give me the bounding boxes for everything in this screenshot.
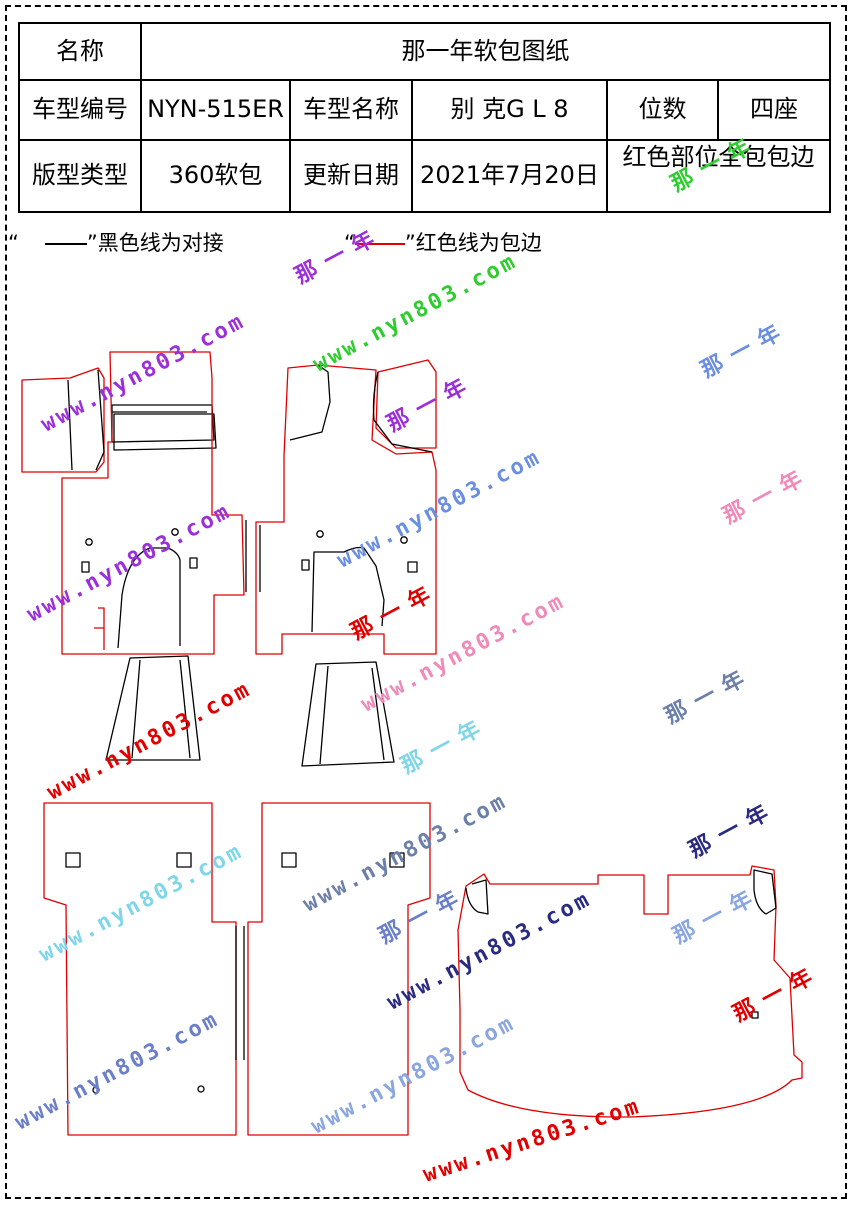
version-type-value: 360软包 (140, 139, 291, 213)
watermark-url: www.nyn803.com (333, 444, 546, 573)
dash-right-piece (375, 359, 437, 449)
red-line-sample (354, 243, 405, 245)
watermark-url: www.nyn803.com (37, 308, 250, 437)
insert-left (105, 655, 201, 761)
front-right-seam-left (289, 364, 331, 441)
clip-slot (65, 852, 81, 868)
update-date-label: 更新日期 (289, 139, 413, 213)
watermark-cn: 那一年 (347, 577, 444, 645)
strip-lower (113, 413, 217, 451)
watermark-cn: 那一年 (375, 881, 472, 949)
watermark-cn: 那一年 (685, 795, 782, 863)
trunk-right-corner-seam (753, 869, 777, 915)
version-type-label: 版型类型 (18, 139, 142, 213)
watermark-url: www.nyn803.com (11, 1006, 224, 1135)
watermark-cn: 那一年 (291, 221, 388, 289)
seats-label: 位数 (606, 79, 719, 141)
clip-slot (389, 852, 405, 868)
clip-slot (176, 852, 192, 868)
trunk-latch-mark (751, 1011, 759, 1019)
middle-row-mats (43, 802, 431, 1136)
model-name-value: 别 克G L 8 (411, 79, 608, 141)
model-code-label: 车型编号 (18, 79, 142, 141)
legend-red: “ ”红色线为包边 (344, 228, 542, 258)
watermark-url: www.nyn803.com (420, 1094, 644, 1188)
clip-hole (92, 1086, 100, 1094)
trunk-mat-outline (457, 865, 803, 1118)
watermark-cn: 那一年 (661, 661, 758, 729)
middle-right-mat (247, 802, 431, 1136)
update-date-value: 2021年7月20日 (411, 139, 608, 213)
notch-mark (94, 607, 105, 650)
model-name-label: 车型名称 (289, 79, 413, 141)
clip-hole (197, 1085, 205, 1093)
watermark-cn: 那一年 (719, 461, 816, 529)
clip-slot (407, 561, 418, 573)
legend-red-text: ”红色线为包边 (404, 231, 542, 255)
front-left-pedal-seam (117, 547, 181, 649)
front-left-mat (61, 351, 245, 655)
dash-left-inner-seam (67, 369, 105, 471)
watermark-cn: 那一年 (397, 711, 494, 779)
watermark-cn: 那一年 (383, 369, 480, 437)
front-right-pieces (255, 359, 437, 655)
strip-upper (111, 404, 215, 443)
seats-value: 四座 (717, 79, 831, 141)
model-code-value: NYN-515ER (140, 79, 291, 141)
front-right-seam-right (372, 371, 433, 453)
clip-slot (301, 559, 310, 571)
clip-slot (281, 852, 297, 868)
front-inserts (105, 655, 395, 767)
note-cell: 红色部位全包包边 (606, 139, 831, 213)
center-tunnel-seam (235, 926, 245, 1060)
watermark-cn: 那一年 (729, 959, 826, 1027)
spec-table: 名称 那一年软包图纸 车型编号 NYN-515ER 车型名称 别 克G L 8 … (18, 22, 831, 213)
clip-slot (81, 561, 90, 573)
watermark-cn: 那一年 (667, 129, 764, 197)
front-left-pieces (21, 351, 247, 655)
dashed-page-border (5, 5, 847, 1199)
clip-hole (400, 536, 408, 544)
clip-hole (171, 528, 179, 536)
drawing-title: 那一年软包图纸 (140, 22, 831, 81)
insert-right (301, 661, 395, 767)
clip-hole (316, 530, 324, 538)
watermark-url: www.nyn803.com (307, 1010, 520, 1139)
dash-left-piece (21, 367, 105, 473)
watermark-cn: 那一年 (669, 881, 766, 949)
black-line-sample (44, 243, 87, 245)
name-label: 名称 (18, 22, 142, 81)
front-right-pedal-seam (311, 546, 385, 633)
clip-slot (189, 557, 198, 569)
watermark-cn: 那一年 (697, 315, 794, 383)
legend-black-text: ”黑色线为对接 (86, 231, 224, 255)
watermark-url: www.nyn803.com (299, 788, 512, 917)
legend-black-open-quote: “ (8, 231, 19, 255)
legend-black: “ ”黑色线为对接 (8, 228, 224, 258)
watermark-url: www.nyn803.com (23, 498, 236, 627)
clip-hole (85, 538, 93, 546)
rear-trunk-mat (457, 865, 803, 1118)
middle-left-mat (43, 802, 237, 1136)
trunk-left-corner-seam (465, 879, 489, 915)
watermark-url: www.nyn803.com (43, 676, 256, 805)
legend-red-open-quote: “ (344, 231, 355, 255)
watermark-url: www.nyn803.com (35, 838, 248, 967)
